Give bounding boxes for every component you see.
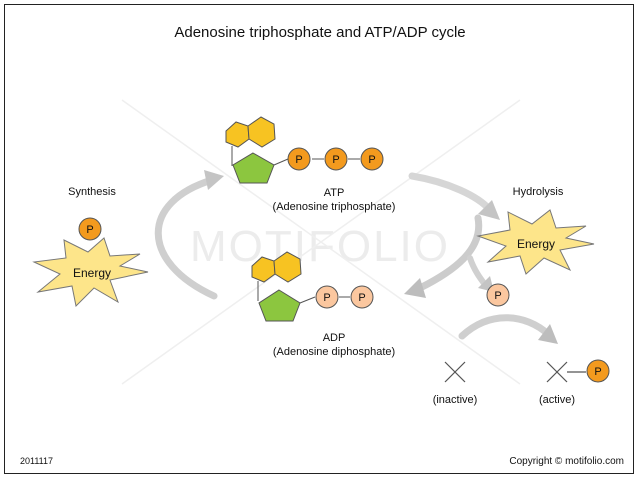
atp-phosphate-1-label: P [295,154,302,166]
adp-phosphate-2-label: P [358,292,365,304]
atp-molecule [225,116,384,184]
adp-phosphate-2 [350,285,374,309]
atp-phosphate-3-label: P [368,154,375,166]
watermark-lines [121,99,521,385]
synthesis-arrowhead [204,170,224,190]
atp-name: ATP [323,187,345,199]
adp-phosphate-1-label: P [323,292,330,304]
synthesis-phosphate [78,217,102,241]
hydrolysis-energy-label: Energy [517,237,555,251]
atp-phosphate-1 [287,147,311,171]
active-label: (active) [538,394,576,406]
inactive-label: (inactive) [432,394,478,406]
hydrolysis-arrow-in [408,172,494,214]
atp-ribose-pentagon [232,152,275,184]
hydrolysis-phosphate [486,283,510,307]
synthesis-phosphate-label: P [86,224,93,236]
adp-phosphate-1 [315,285,339,309]
adp-ribose-pentagon [258,289,301,322]
adp-label: ADP (Adenosine diphosphate) [273,331,395,359]
active-protein-phosphate-label: P [594,366,601,378]
active-protein-phosphate [586,359,610,383]
activation-arrowhead [538,324,558,344]
watermark: MOTIFOLIO [190,222,450,271]
hydrolysis-return-arrowhead [404,278,426,298]
hydrolysis-arrowhead [478,200,500,220]
copyright-notice: Copyright © motifolio.com [509,456,624,467]
active-protein-cross-icon [546,361,586,383]
atp-adenine-ring-right [247,116,276,148]
activation-arrow [458,314,552,340]
atp-full-name: (Adenosine triphosphate) [272,201,396,213]
diagram-frame [4,4,634,474]
figure-code: 2011117 [20,456,54,466]
hydrolysis-phosphate-label: P [494,290,501,302]
synthesis-arrow [154,176,218,300]
adp-molecule [251,251,374,322]
diagram-title: Adenosine triphosphate and ATP/ADP cycle [174,24,466,41]
hydrolysis-label: Hydrolysis [512,186,564,198]
atp-phosphate-3 [360,147,384,171]
synthesis-label: Synthesis [68,186,116,198]
synthesis-energy-burst [32,237,149,308]
adp-adenine-ring-right [273,251,302,283]
adp-name: ADP [322,332,346,344]
synthesis-energy-label: Energy [73,266,111,280]
atp-label: ATP (Adenosine triphosphate) [273,186,396,214]
atp-phosphate-2-label: P [332,154,339,166]
atp-phosphate-2 [324,147,348,171]
adp-full-name: (Adenosine diphosphate) [272,346,396,358]
cycle-arrows [154,170,558,344]
hydrolysis-energy-burst [476,209,595,275]
adp-adenine-ring-left [251,256,276,283]
phosphate-release-arrow [467,255,489,289]
inactive-protein-cross-icon [444,361,466,383]
atp-adenine-ring-left [225,121,250,148]
hydrolysis-arrow-out [416,214,483,292]
